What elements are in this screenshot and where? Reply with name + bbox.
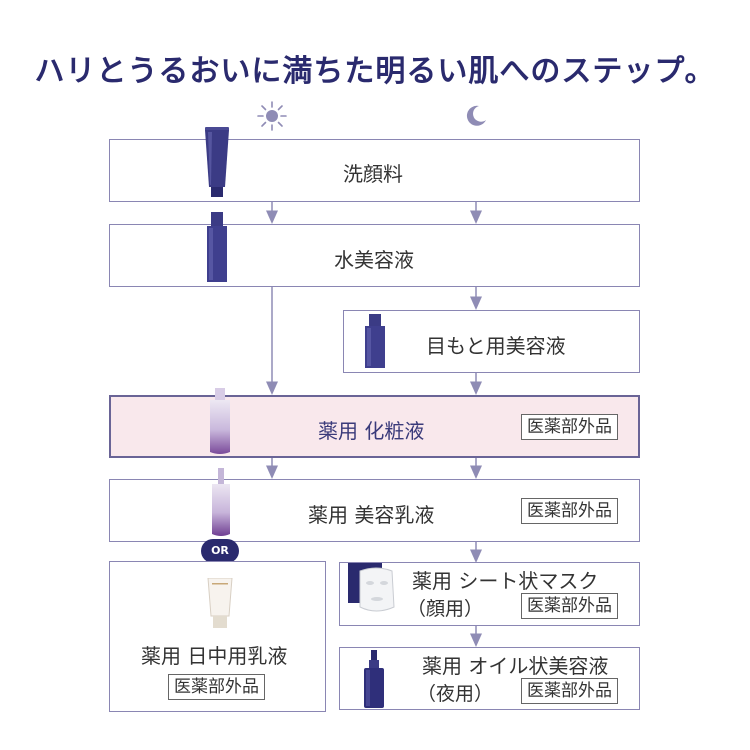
step-cleanser: [109, 139, 640, 202]
milk-label: 薬用 美容乳液: [308, 503, 435, 527]
lotion-bottle-image: [207, 212, 227, 282]
day-milk-tube-image: [207, 578, 233, 628]
cleanser-label: 洗顔料: [343, 162, 403, 186]
toner-label: 薬用 化粧液: [318, 419, 425, 443]
oil-serum-label: 薬用 オイル状美容液: [422, 654, 609, 678]
mask-pack-image: [348, 563, 395, 612]
oil-serum-bottle-image: [364, 650, 384, 708]
lotion-label: 水美容液: [334, 248, 414, 272]
step-eye-serum: [343, 310, 640, 373]
page-title: ハリとうるおいに満ちた明るい肌へのステップ。: [34, 54, 716, 89]
oil-serum-sub-label: （夜用）: [417, 683, 494, 705]
toner-badge: 医薬部外品: [521, 414, 618, 440]
eye-serum-label: 目もと用美容液: [426, 334, 566, 358]
toner-bottle-image: [210, 388, 230, 454]
day-milk-label: 薬用 日中用乳液: [141, 644, 288, 668]
sun-icon: [257, 101, 287, 131]
milk-badge: 医薬部外品: [521, 498, 618, 524]
cleanser-tube-image: [205, 127, 229, 197]
or-badge: OR: [201, 539, 239, 563]
day-milk-badge: 医薬部外品: [168, 674, 265, 700]
oil-serum-badge: 医薬部外品: [521, 678, 618, 704]
mask-sub-label: （顔用）: [407, 598, 484, 620]
milk-bottle-image: [212, 468, 230, 536]
mask-label: 薬用 シート状マスク: [412, 569, 599, 593]
mask-badge: 医薬部外品: [521, 593, 618, 619]
eye-serum-image: [365, 314, 385, 368]
moon-icon: [466, 105, 486, 126]
step-lotion: [109, 224, 640, 287]
